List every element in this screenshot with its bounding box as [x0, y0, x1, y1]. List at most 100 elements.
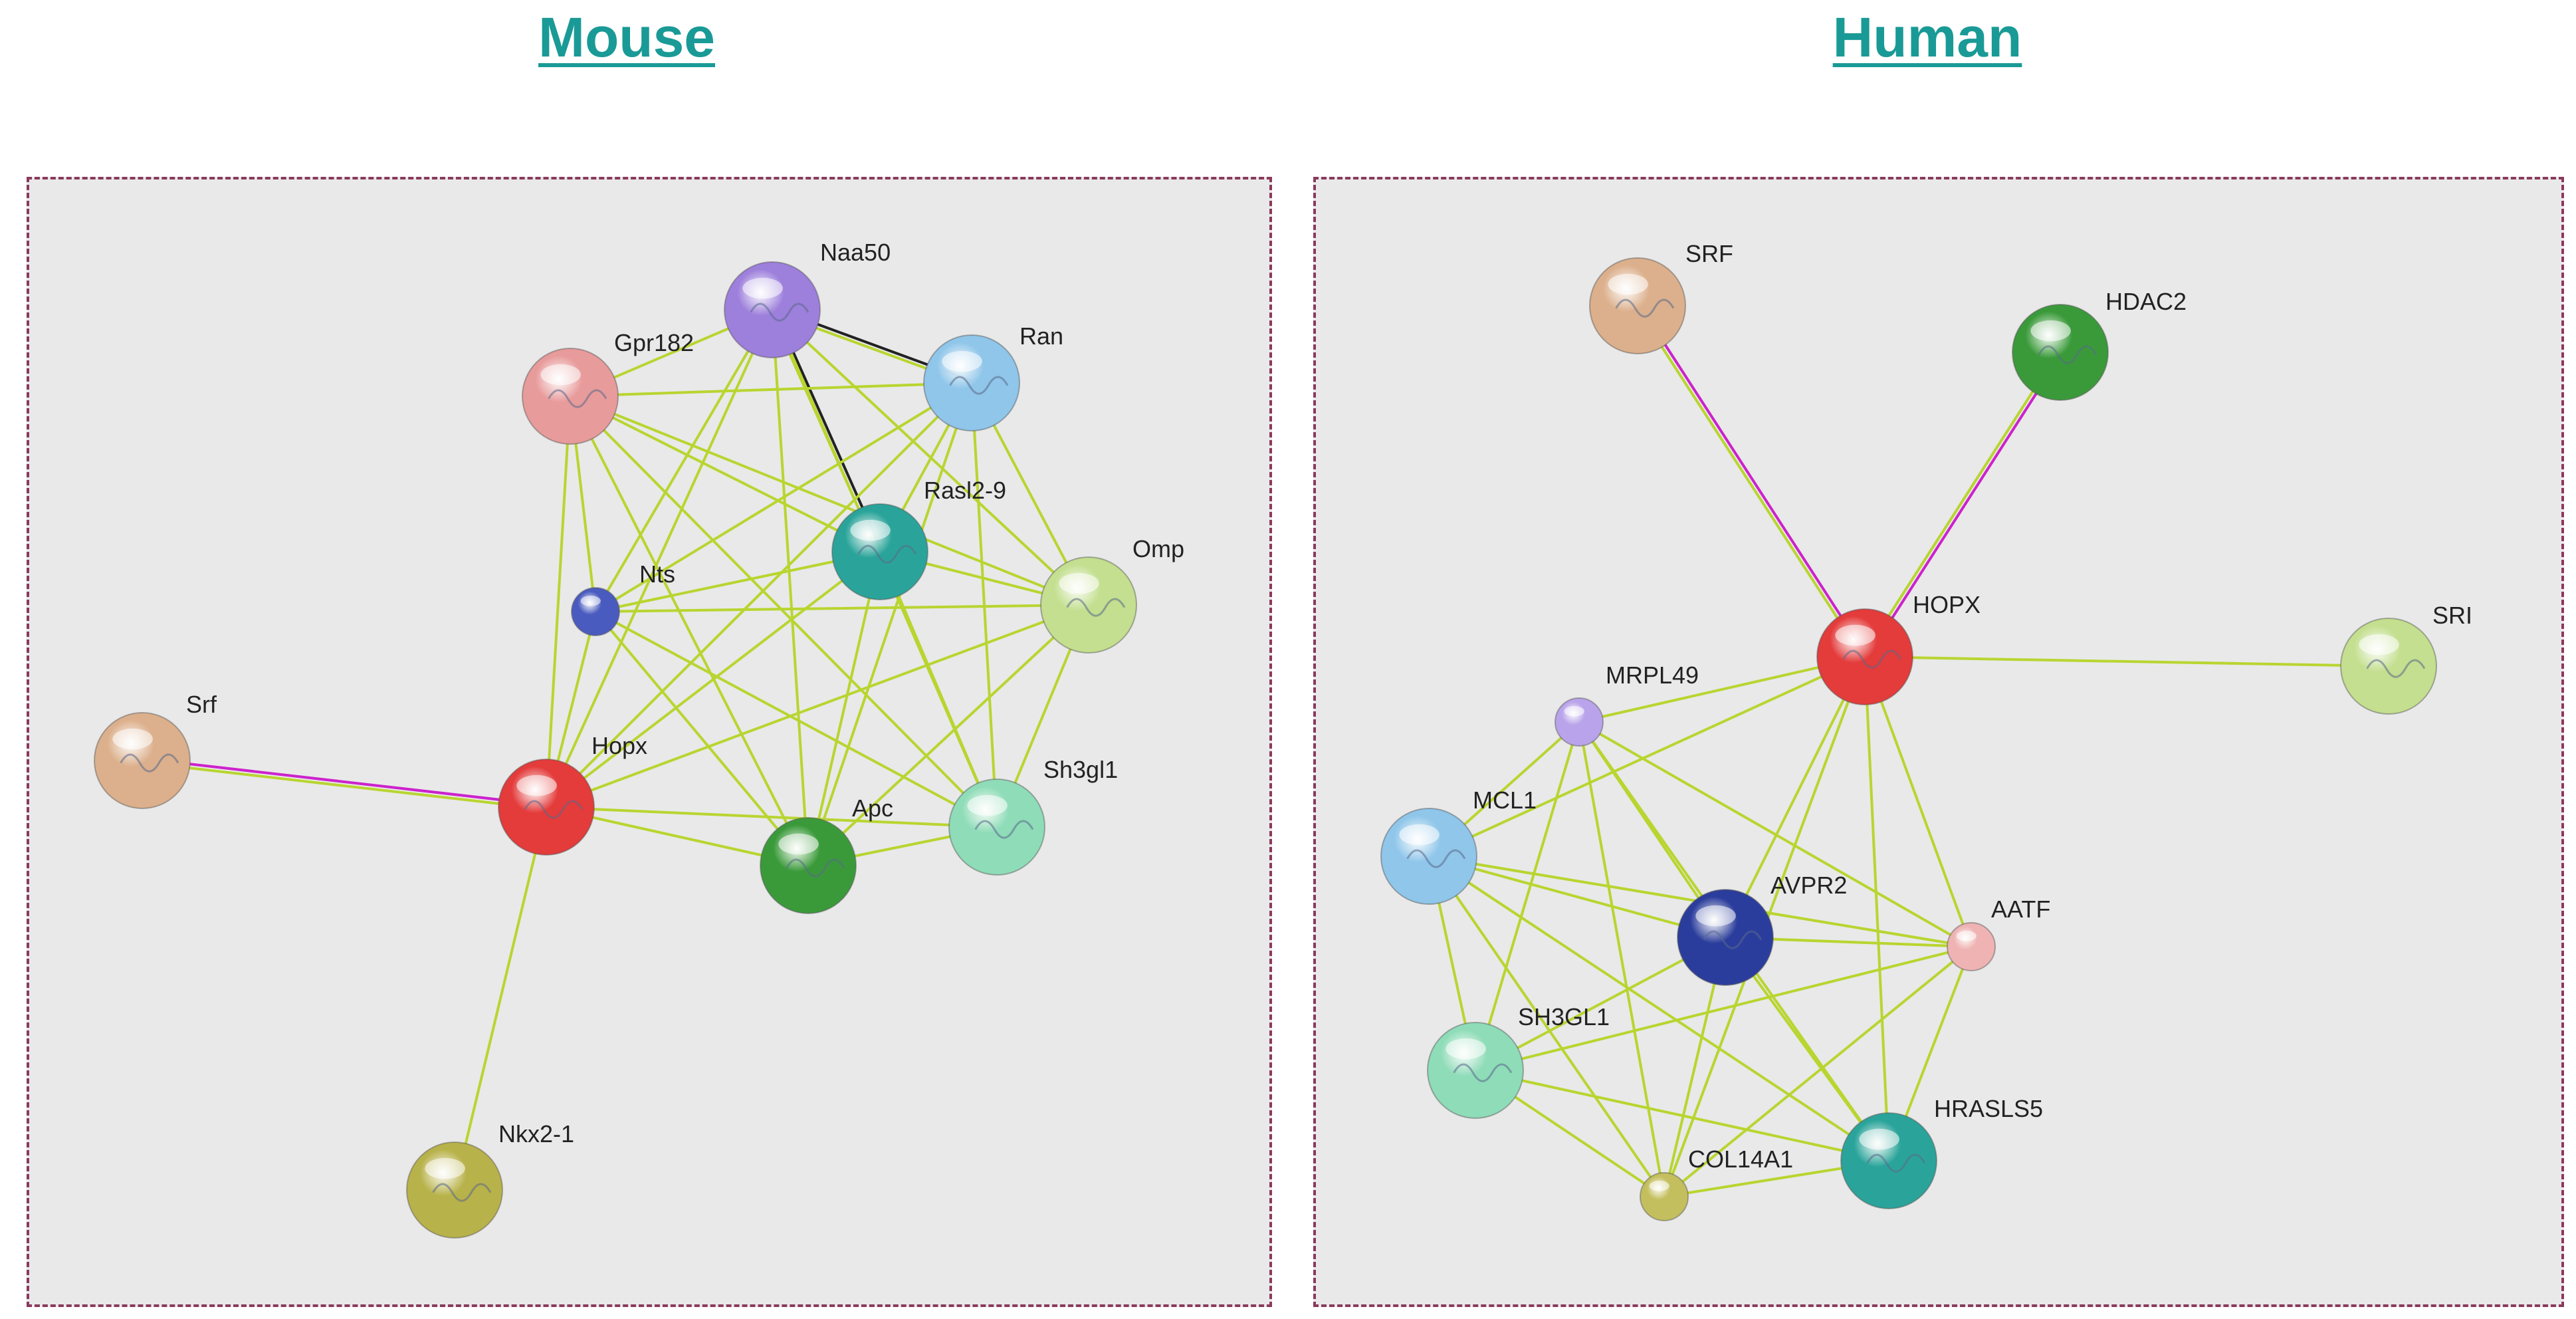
edge-Gpr182-Apc-textmining [569, 395, 809, 867]
node-SRI[interactable]: SRI [2340, 602, 2472, 715]
edge-Naa50-Apc-textmining [771, 308, 809, 867]
edge-MRPL49-COL14A1-textmining [1578, 721, 1665, 1198]
edge-SH3GL1-HRASLS5-textmining [1474, 1069, 1890, 1162]
edge-Rasl2-9-Sh3gl1-textmining [879, 550, 998, 828]
edge-Omp-Apc-textmining [807, 604, 1090, 867]
edge-Srf-Hopx-experimental [141, 757, 548, 807]
edge-Ran-Hopx-textmining [545, 382, 973, 808]
edge-MCL1-COL14A1-textmining [1428, 855, 1665, 1198]
node-highlight [1059, 572, 1099, 594]
node-sphere-AATF[interactable] [1947, 922, 1996, 971]
protein-structure-icon [1453, 1063, 1513, 1082]
node-label-SH3GL1: SH3GL1 [1518, 1003, 1610, 1030]
node-highlight [942, 350, 982, 372]
node-highlight [425, 1157, 465, 1179]
edge-HOPX-AATF-textmining [1864, 656, 1973, 948]
node-label-Apc: Apc [852, 794, 893, 822]
protein-structure-icon [750, 302, 809, 322]
edge-HOPX-MRPL49-textmining [1578, 656, 1866, 723]
node-highlight [1835, 624, 1876, 646]
node-HOPX[interactable]: HOPX [1816, 591, 1981, 705]
mouse-title: Mouse [538, 6, 716, 68]
edge-Rasl2-9-Nts-textmining [594, 550, 881, 613]
node-label-Omp: Omp [1132, 535, 1184, 562]
node-Nkx2-1[interactable]: Nkx2-1 [406, 1120, 574, 1239]
protein-structure-icon [857, 544, 917, 564]
node-HDAC2[interactable]: HDAC2 [2012, 288, 2187, 401]
protein-structure-icon [120, 753, 179, 773]
node-COL14A1[interactable]: COL14A1 [1640, 1145, 1793, 1221]
node-AATF[interactable]: AATF [1947, 896, 2050, 971]
node-Naa50[interactable]: Naa50 [724, 239, 891, 358]
edge-Rasl2-9-Hopx-textmining [545, 550, 881, 808]
protein-structure-icon [1866, 1153, 1926, 1173]
node-sphere-MRPL49[interactable] [1555, 697, 1604, 747]
node-Ran[interactable]: Ran [923, 322, 1063, 431]
node-label-Ran: Ran [1020, 322, 1063, 350]
node-highlight [1649, 1180, 1669, 1191]
node-AVPR2[interactable]: AVPR2 [1677, 872, 1847, 986]
protein-structure-icon [1066, 598, 1126, 617]
node-label-SRF: SRF [1685, 240, 1733, 267]
node-highlight [1859, 1128, 1899, 1150]
protein-structure-icon [1406, 849, 1466, 868]
node-HRASLS5[interactable]: HRASLS5 [1840, 1095, 2043, 1209]
edge-Nts-Sh3gl1-textmining [594, 610, 998, 828]
edge-Omp-Hopx-textmining [545, 604, 1090, 808]
edge-Rasl2-9-Apc-textmining [807, 550, 881, 867]
node-highlight [1608, 273, 1648, 295]
node-highlight [850, 519, 891, 541]
node-label-MRPL49: MRPL49 [1606, 661, 1699, 689]
node-highlight [1399, 824, 1440, 846]
protein-structure-icon [1615, 299, 1675, 318]
node-Nts[interactable]: Nts [571, 560, 675, 636]
node-Gpr182[interactable]: Gpr182 [522, 329, 694, 445]
edge-Naa50-Nts-textmining [594, 308, 774, 613]
node-highlight [2359, 634, 2399, 656]
node-SRF[interactable]: SRF [1589, 240, 1733, 354]
node-highlight [1446, 1038, 1486, 1060]
human-title: Human [1832, 6, 2022, 68]
node-label-Nts: Nts [639, 560, 675, 588]
edge-HOPX-HRASLS5-textmining [1864, 656, 1890, 1162]
edge-MCL1-AVPR2-textmining [1428, 855, 1727, 939]
node-highlight [967, 794, 1008, 816]
edge-HOPX-AVPR2-textmining [1724, 656, 1866, 939]
protein-structure-icon [2366, 659, 2426, 678]
node-SH3GL1[interactable]: SH3GL1 [1427, 1003, 1610, 1119]
edge-Naa50-Hopx-textmining [545, 308, 774, 808]
node-label-Gpr182: Gpr182 [614, 329, 694, 356]
node-MCL1[interactable]: MCL1 [1380, 786, 1537, 905]
edge-MRPL49-SH3GL1-textmining [1474, 721, 1580, 1072]
protein-structure-icon [2038, 345, 2097, 364]
node-sphere-Nts[interactable] [571, 587, 620, 636]
node-highlight [1564, 705, 1584, 717]
edge-Gpr182-Omp-textmining [569, 395, 1090, 606]
node-Srf[interactable]: Srf [94, 691, 217, 809]
node-label-Hopx: Hopx [591, 732, 647, 759]
node-label-HDAC2: HDAC2 [2105, 288, 2187, 315]
edge-AATF-SH3GL1-textmining [1474, 945, 1973, 1072]
edge-Ran-Sh3gl1-textmining [970, 382, 998, 828]
edge-Ran-Nts-textmining [594, 382, 973, 613]
node-highlight [1695, 905, 1736, 927]
node-Apc[interactable]: Apc [760, 794, 893, 914]
edge-MCL1-HRASLS5-textmining [1428, 855, 1890, 1162]
node-label-Srf: Srf [186, 691, 217, 718]
edge-Gpr182-Rasl2-9-textmining [569, 395, 881, 553]
edge-Nts-Omp-textmining [594, 604, 1090, 613]
edge-Ran-Apc-textmining [807, 382, 973, 867]
node-Rasl2-9[interactable]: Rasl2-9 [831, 477, 1006, 600]
node-highlight [742, 277, 783, 299]
protein-structure-icon [786, 858, 845, 878]
node-Omp[interactable]: Omp [1040, 535, 1184, 654]
node-MRPL49[interactable]: MRPL49 [1555, 661, 1699, 747]
node-highlight [778, 833, 819, 855]
node-Sh3gl1[interactable]: Sh3gl1 [948, 756, 1118, 876]
node-sphere-COL14A1[interactable] [1640, 1172, 1689, 1221]
node-highlight [1956, 930, 1977, 941]
node-Hopx[interactable]: Hopx [498, 732, 647, 856]
